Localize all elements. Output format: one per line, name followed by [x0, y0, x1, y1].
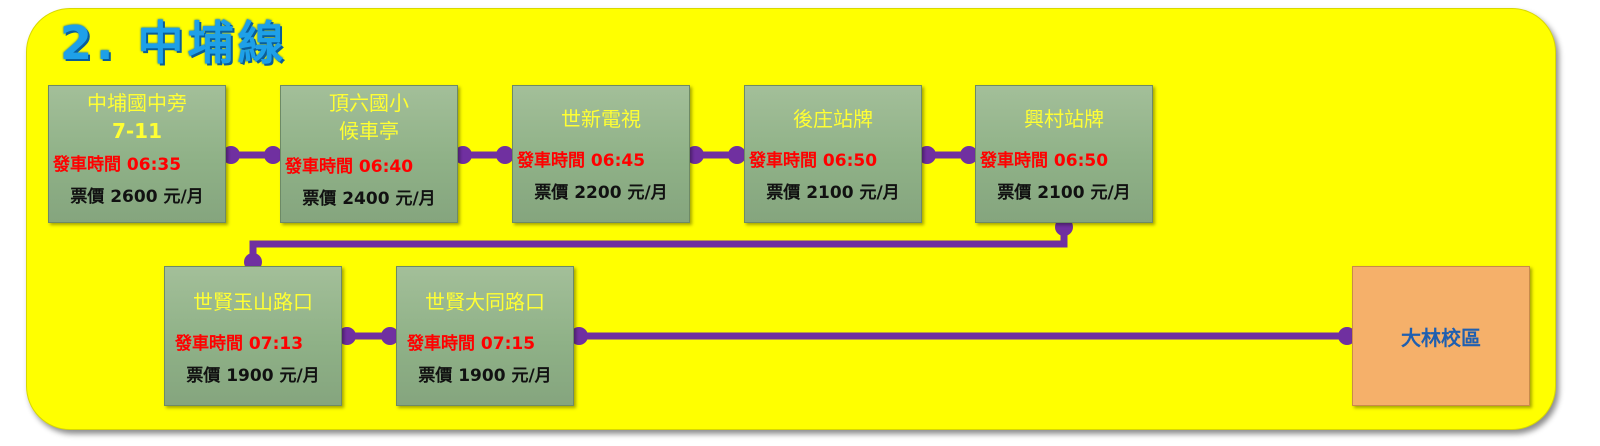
stop-3-fare: 票價 2200 元/月: [534, 183, 668, 203]
stop-7: 世賢大同路口 發車時間 07:15 票價 1900 元/月: [396, 266, 574, 406]
stop-1-name: 中埔國中旁: [87, 91, 187, 115]
stop-1-time: 發車時間 06:35: [53, 155, 182, 175]
stop-5: 興村站牌 發車時間 06:50 票價 2100 元/月: [975, 85, 1153, 223]
stop-4-name: 後庄站牌: [793, 107, 873, 131]
stop-1-sub: 7-11: [111, 119, 163, 143]
stop-2-fare: 票價 2400 元/月: [302, 189, 436, 209]
node-3-in: [496, 146, 514, 164]
node-dest-in: [1338, 327, 1356, 345]
stop-5-fare: 票價 2100 元/月: [997, 183, 1131, 203]
stop-4: 後庄站牌 發車時間 06:50 票價 2100 元/月: [744, 85, 922, 223]
stop-6-name: 世賢玉山路口: [193, 290, 313, 314]
stop-6-fare: 票價 1900 元/月: [186, 366, 320, 386]
stop-1: 中埔國中旁 7-11 發車時間 06:35 票價 2600 元/月: [48, 85, 226, 223]
stop-2: 頂六國小 候車亭 發車時間 06:40 票價 2400 元/月: [280, 85, 458, 223]
stop-6-time: 發車時間 07:13: [175, 334, 304, 354]
node-4-out: [918, 146, 936, 164]
node-2-in: [264, 146, 282, 164]
stop-3-name: 世新電視: [561, 107, 641, 131]
stop-3: 世新電視 發車時間 06:45 票價 2200 元/月: [512, 85, 690, 223]
stop-3-time: 發車時間 06:45: [517, 151, 646, 171]
node-7-out: [570, 327, 588, 345]
connector-5-6: [249, 226, 1068, 262]
destination-box: 大林校區: [1352, 266, 1530, 406]
node-2-out: [454, 146, 472, 164]
stop-7-fare: 票價 1900 元/月: [418, 366, 552, 386]
stop-5-time: 發車時間 06:50: [980, 151, 1109, 171]
route-title: 2. 中埔線: [60, 16, 288, 70]
stop-2-sub: 候車亭: [339, 119, 399, 143]
stop-2-time: 發車時間 06:40: [285, 157, 414, 177]
node-5-in: [960, 146, 978, 164]
stop-5-name: 興村站牌: [1024, 107, 1104, 131]
node-4-in: [728, 146, 746, 164]
stop-2-name: 頂六國小: [329, 91, 409, 115]
node-3-out: [686, 146, 704, 164]
stop-6: 世賢玉山路口 發車時間 07:13 票價 1900 元/月: [164, 266, 342, 406]
stop-4-time: 發車時間 06:50: [749, 151, 878, 171]
node-6-out: [338, 327, 356, 345]
stop-7-time: 發車時間 07:15: [407, 334, 536, 354]
stop-7-name: 世賢大同路口: [425, 290, 545, 314]
node-7-in: [381, 327, 399, 345]
node-1-out: [222, 146, 240, 164]
destination-label: 大林校區: [1401, 325, 1481, 350]
stop-1-fare: 票價 2600 元/月: [70, 187, 204, 207]
stop-4-fare: 票價 2100 元/月: [766, 183, 900, 203]
